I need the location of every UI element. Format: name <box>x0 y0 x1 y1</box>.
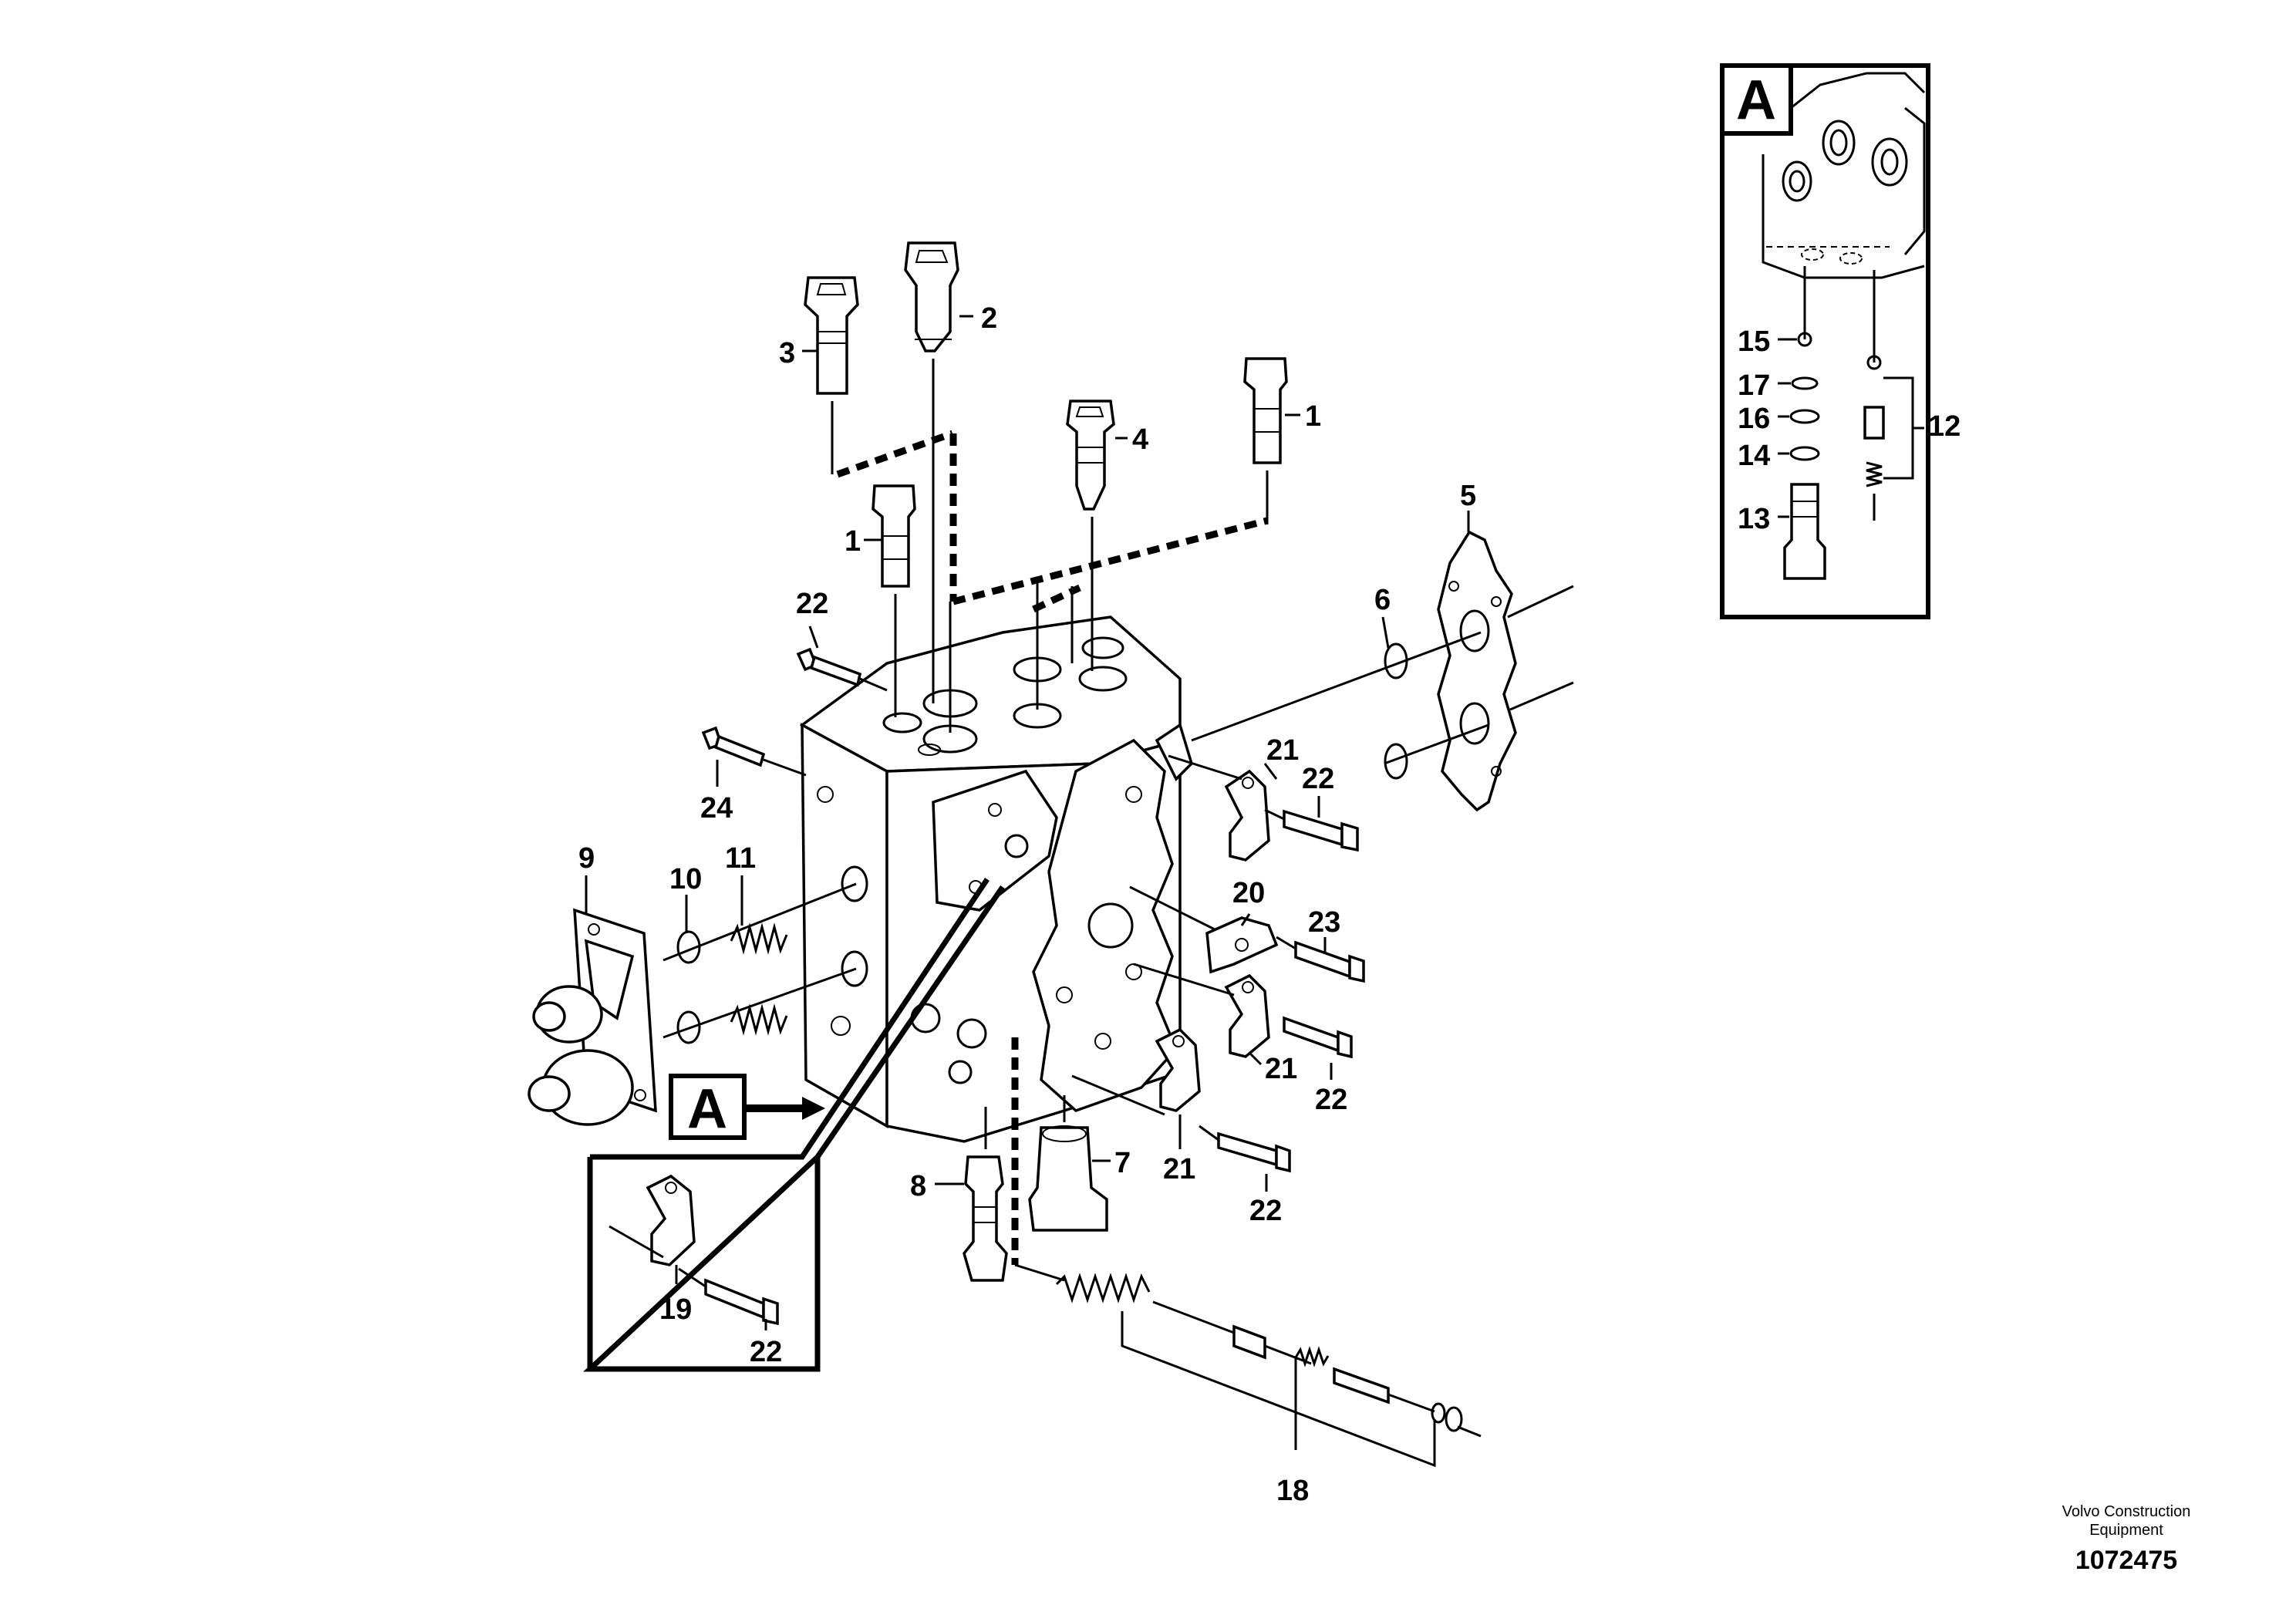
flange-plate-5 <box>1437 530 1517 812</box>
check-valve-4 <box>1066 400 1115 511</box>
plug-8 <box>963 1155 1008 1282</box>
callout-3: 3 <box>779 337 795 369</box>
callout-17: 17 <box>1738 369 1770 402</box>
bolt-22-top <box>1283 809 1359 852</box>
callout-1-right: 1 <box>1305 400 1321 433</box>
callout-14: 14 <box>1738 440 1770 472</box>
callout-22-middle: 22 <box>1315 1084 1347 1116</box>
inset-detail-a: A <box>1720 63 1930 619</box>
callout-10: 10 <box>669 863 702 895</box>
publisher-block: Volvo Construction Equipment 1072475 <box>2003 1502 2250 1576</box>
callout-21-middle: 21 <box>1265 1053 1297 1085</box>
assy-line-9-top <box>663 882 857 962</box>
relief-valve-2 <box>904 241 959 352</box>
split-flange-21-top <box>1224 769 1270 862</box>
callout-21-top: 21 <box>1266 734 1299 767</box>
callout-15: 15 <box>1738 325 1770 358</box>
bolt-22-middle <box>1283 1016 1353 1059</box>
callout-2: 2 <box>981 302 997 335</box>
callout-5: 5 <box>1460 480 1476 512</box>
relief-valve-3 <box>804 276 859 395</box>
assembly-lines-right <box>1191 585 1574 765</box>
callout-20: 20 <box>1232 877 1265 909</box>
company-name-line2: Equipment <box>2089 1522 2163 1539</box>
callout-18: 18 <box>1276 1475 1309 1507</box>
callout-13: 13 <box>1738 503 1770 535</box>
assy-line-21-mid <box>1133 963 1235 996</box>
split-flange-21-bottom <box>1155 1027 1201 1112</box>
spool-assembly-18 <box>1055 1273 1482 1438</box>
bolt-22-upper-left <box>796 647 862 687</box>
assy-line-18-start <box>1014 1263 1065 1282</box>
callout-23: 23 <box>1308 906 1340 939</box>
assy-line-20 <box>1129 885 1215 931</box>
control-valve-body <box>799 615 1193 1143</box>
plug-1-right <box>1243 357 1288 464</box>
inset-a-label: A <box>1736 69 1776 131</box>
callout-22-bottom: 22 <box>1249 1195 1282 1227</box>
assy-line-21-top <box>1168 754 1242 781</box>
spring-11 <box>730 922 788 1036</box>
bolt-22-bottom <box>1217 1131 1291 1173</box>
assy-line-23 <box>1276 936 1296 950</box>
assy-line-22-top <box>1264 808 1285 821</box>
plug-1-left <box>872 484 916 588</box>
split-flange-21-middle <box>1224 973 1270 1058</box>
bolt-24 <box>701 726 766 767</box>
callout-19: 19 <box>659 1293 692 1326</box>
end-cover-9 <box>528 908 657 1126</box>
callout-21-bottom: 21 <box>1163 1153 1195 1185</box>
callout-9: 9 <box>578 842 595 875</box>
bolt-23 <box>1294 940 1365 983</box>
split-flange-20 <box>1205 916 1279 974</box>
callout-1-left: 1 <box>845 525 861 558</box>
callout-labels: 3 2 4 1 1 22 5 6 21 22 20 23 21 22 21 22… <box>578 302 1961 1507</box>
callout-24: 24 <box>700 792 733 824</box>
assy-line-22-upper-left <box>859 677 888 692</box>
company-name-line1: Volvo Construction <box>2062 1503 2191 1520</box>
callout-12: 12 <box>1928 410 1961 443</box>
assy-line-9-bot <box>663 967 857 1039</box>
assembly-lines-top <box>831 359 1269 733</box>
bracket-18 <box>1121 1311 1436 1468</box>
callout-22-top: 22 <box>1302 763 1334 795</box>
assy-line-21-bot <box>1071 1074 1165 1116</box>
callout-11: 11 <box>725 842 756 875</box>
dashed-grouping-lines-top <box>836 430 1269 613</box>
assy-line-24 <box>763 758 807 777</box>
assy-line-22-bot <box>1199 1125 1219 1141</box>
detail-flag-a-label: A <box>687 1078 727 1140</box>
callout-8: 8 <box>910 1170 926 1202</box>
callout-leaders <box>585 315 1470 1330</box>
callout-7: 7 <box>1114 1147 1131 1179</box>
spool-plug-7 <box>1028 1125 1108 1232</box>
callout-6: 6 <box>1374 584 1391 616</box>
callout-16: 16 <box>1738 403 1770 435</box>
detail-flag-a: A <box>669 1074 825 1140</box>
callout-4: 4 <box>1132 423 1148 456</box>
callout-box-19 <box>583 878 1005 1372</box>
document-number: 1072475 <box>2075 1546 2178 1575</box>
callout-22-upper-left: 22 <box>796 588 828 620</box>
callout-22-box: 22 <box>750 1336 782 1368</box>
